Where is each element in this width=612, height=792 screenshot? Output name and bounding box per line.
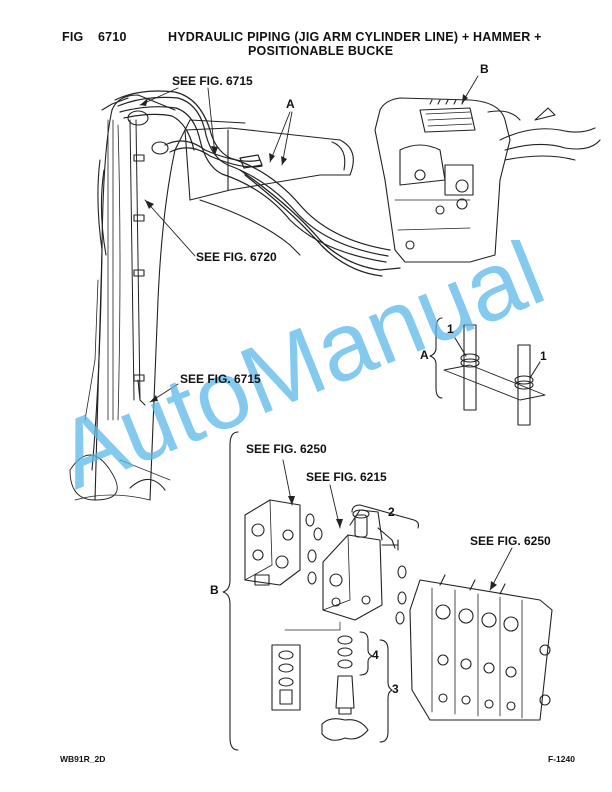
- figure-label: FIG: [62, 30, 84, 44]
- figure-number: 6710: [98, 30, 127, 44]
- callout-item-3: 3: [392, 682, 399, 696]
- detail-b-drawing: [222, 431, 553, 751]
- leader-lines: [139, 75, 513, 591]
- machine-body-drawing: [374, 97, 601, 263]
- callout-see-fig-6715-top: SEE FIG. 6715: [172, 74, 253, 88]
- page-title-line-2: POSITIONABLE BUCKE: [248, 44, 394, 58]
- callout-see-fig-6215: SEE FIG. 6215: [306, 470, 387, 484]
- boom-arm-drawing: [69, 94, 191, 501]
- document-code: WB91R_2D: [60, 754, 106, 764]
- callout-item-1-left: 1: [447, 322, 454, 336]
- hose-bundle: [114, 90, 391, 263]
- page-code: F-1240: [548, 754, 575, 764]
- callout-see-fig-6720: SEE FIG. 6720: [196, 250, 277, 264]
- arrow-heads: [140, 94, 497, 590]
- page-title-line-1: HYDRAULIC PIPING (JIG ARM CYLINDER LINE)…: [168, 30, 542, 44]
- detail-a-drawing: [429, 317, 546, 426]
- callout-item-1-right: 1: [540, 349, 547, 363]
- callout-item-4: 4: [372, 648, 379, 662]
- callout-label-b-detail: B: [210, 583, 219, 597]
- callout-see-fig-6715-mid: SEE FIG. 6715: [180, 372, 261, 386]
- callout-see-fig-6250-left: SEE FIG. 6250: [246, 442, 327, 456]
- callout-label-a-detail: A: [420, 348, 429, 362]
- callout-see-fig-6250-right: SEE FIG. 6250: [470, 534, 551, 548]
- callout-item-2: 2: [388, 505, 395, 519]
- callout-label-a-top: A: [286, 97, 295, 111]
- callout-label-b-top: B: [480, 62, 489, 76]
- upper-boom-drawing: [184, 119, 401, 277]
